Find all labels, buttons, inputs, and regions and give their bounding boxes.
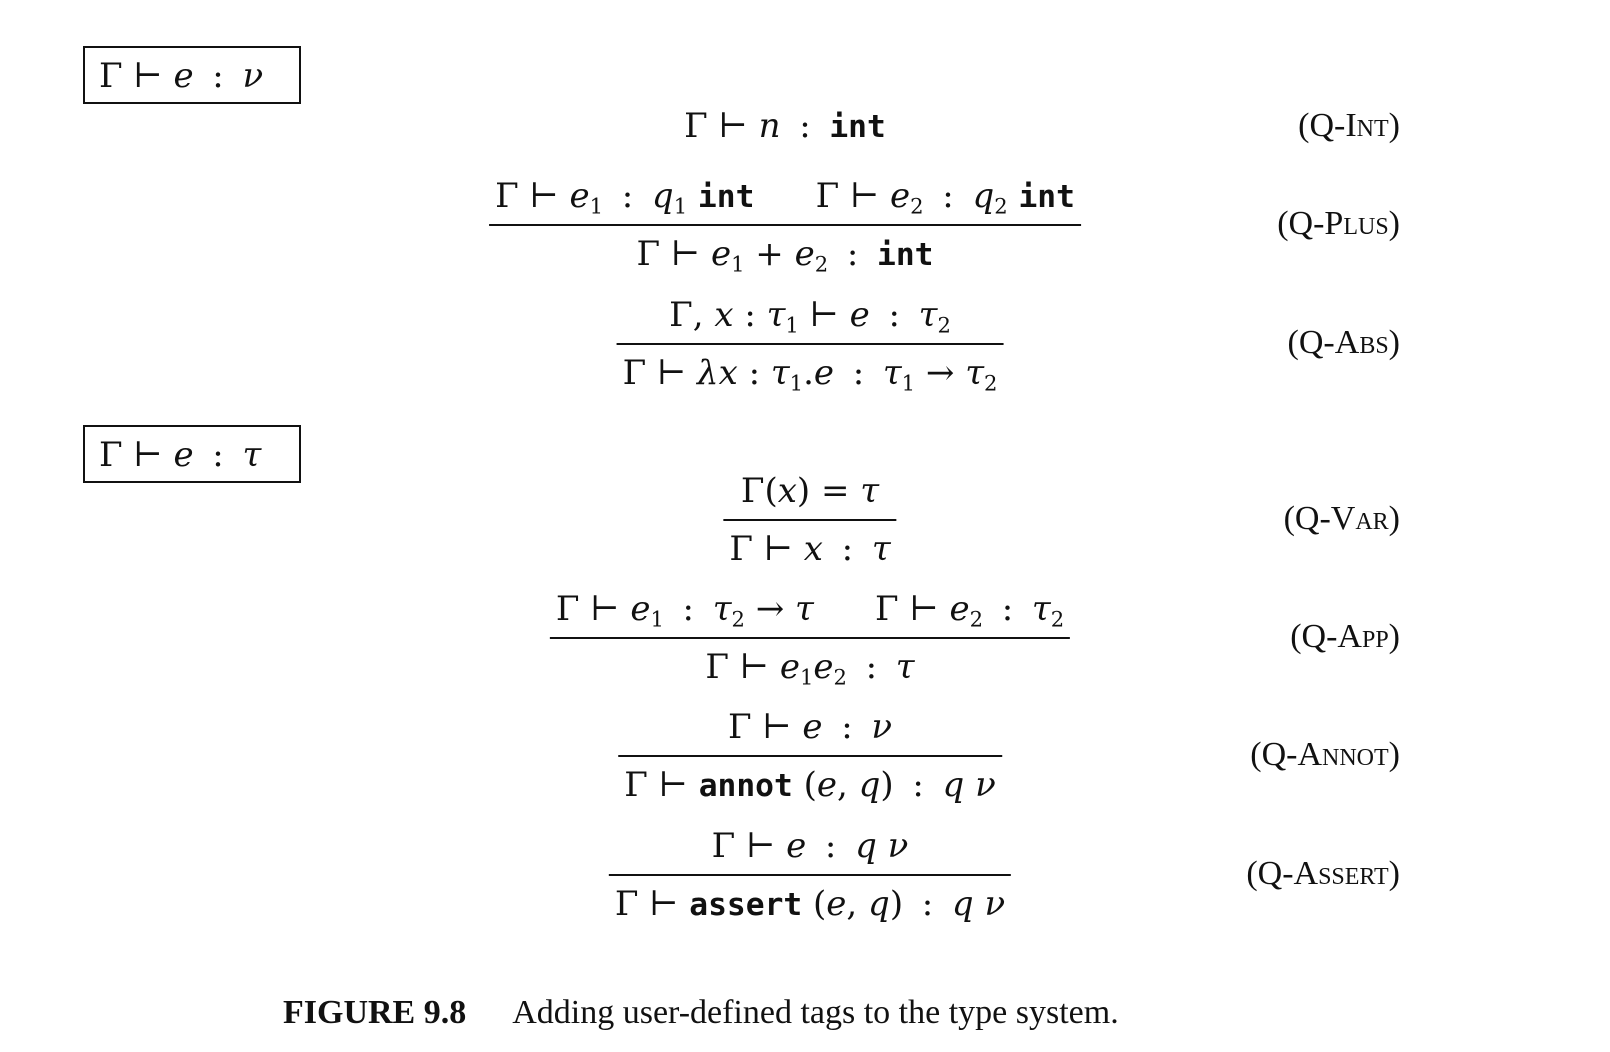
rule-q-annot-conclusion: Γ ⊢ annot (e, q):q ν (624, 765, 996, 805)
figure-label: FIGURE 9.8 (283, 994, 467, 1031)
judgment-box-value: Γ ⊢ e:ν (83, 46, 301, 104)
rule-q-plus-conclusion: Γ ⊢ e1 + e2:int (636, 234, 934, 277)
judgment-box-type: Γ ⊢ e:τ (83, 425, 301, 483)
rule-q-app-conclusion: Γ ⊢ e1e2:τ (705, 647, 915, 690)
rule-q-plus-name: (Q-Plus) (1277, 205, 1400, 242)
rule-q-app-premise-2: Γ ⊢ e2:τ2 (875, 589, 1065, 632)
rule-q-assert-premise: Γ ⊢ e:q ν (711, 826, 909, 866)
rule-q-annot-body: Γ ⊢ e:ν Γ ⊢ annot (e, q):q ν (618, 705, 1002, 807)
rule-q-abs-bar (616, 343, 1004, 345)
rule-q-var-name: (Q-Var) (1283, 500, 1400, 537)
rule-q-abs-conclusion: Γ ⊢ λx : τ1.e:τ1 → τ2 (622, 353, 998, 396)
rule-q-plus-premise-1: Γ ⊢ e1:q1 int (495, 176, 755, 219)
figure-caption-text: Adding user-defined tags to the type sys… (512, 994, 1119, 1031)
rule-q-assert-bar (608, 874, 1012, 876)
rule-q-app-name: (Q-App) (1290, 618, 1400, 655)
rule-q-annot-bar (618, 755, 1002, 757)
rule-q-app-body: Γ ⊢ e1:τ2 → τ Γ ⊢ e2:τ2 Γ ⊢ e1e2:τ (549, 587, 1071, 690)
rule-q-var-premise: Γ(x) = τ (740, 471, 880, 511)
rule-q-app-premise-1: Γ ⊢ e1:τ2 → τ (555, 589, 814, 632)
rule-q-int-conclusion: Γ ⊢ n:int (684, 106, 886, 146)
rule-q-assert-body: Γ ⊢ e:q ν Γ ⊢ assert (e, q):q ν (608, 824, 1012, 926)
rule-q-assert-name: (Q-Assert) (1246, 855, 1400, 892)
figure-caption: FIGURE 9.8 Adding user-defined tags to th… (283, 993, 1119, 1033)
rule-q-var-conclusion: Γ ⊢ x:τ (729, 529, 891, 569)
rule-q-abs-premise: Γ, x : τ1 ⊢ e:τ2 (669, 295, 951, 338)
rule-q-annot-name: (Q-Annot) (1250, 736, 1400, 773)
rule-q-assert-conclusion: Γ ⊢ assert (e, q):q ν (614, 884, 1006, 924)
rule-q-plus-body: Γ ⊢ e1:q1 int Γ ⊢ e2:q2 int Γ ⊢ e1 + e2:i… (489, 174, 1081, 276)
rule-q-annot-premise: Γ ⊢ e:ν (727, 707, 893, 747)
rule-q-abs-name: (Q-Abs) (1287, 324, 1400, 361)
rule-q-int-name: (Q-Int) (1298, 107, 1400, 144)
rule-q-app-bar (549, 637, 1071, 639)
rule-q-plus-bar (489, 224, 1081, 226)
rule-q-var-body: Γ(x) = τ Γ ⊢ x:τ (723, 469, 897, 571)
rule-q-abs-body: Γ, x : τ1 ⊢ e:τ2 Γ ⊢ λx : τ1.e:τ1 → τ2 (616, 293, 1004, 396)
rule-q-plus-premise-2: Γ ⊢ e2:q2 int (815, 176, 1075, 219)
rule-q-var-bar (723, 519, 897, 521)
